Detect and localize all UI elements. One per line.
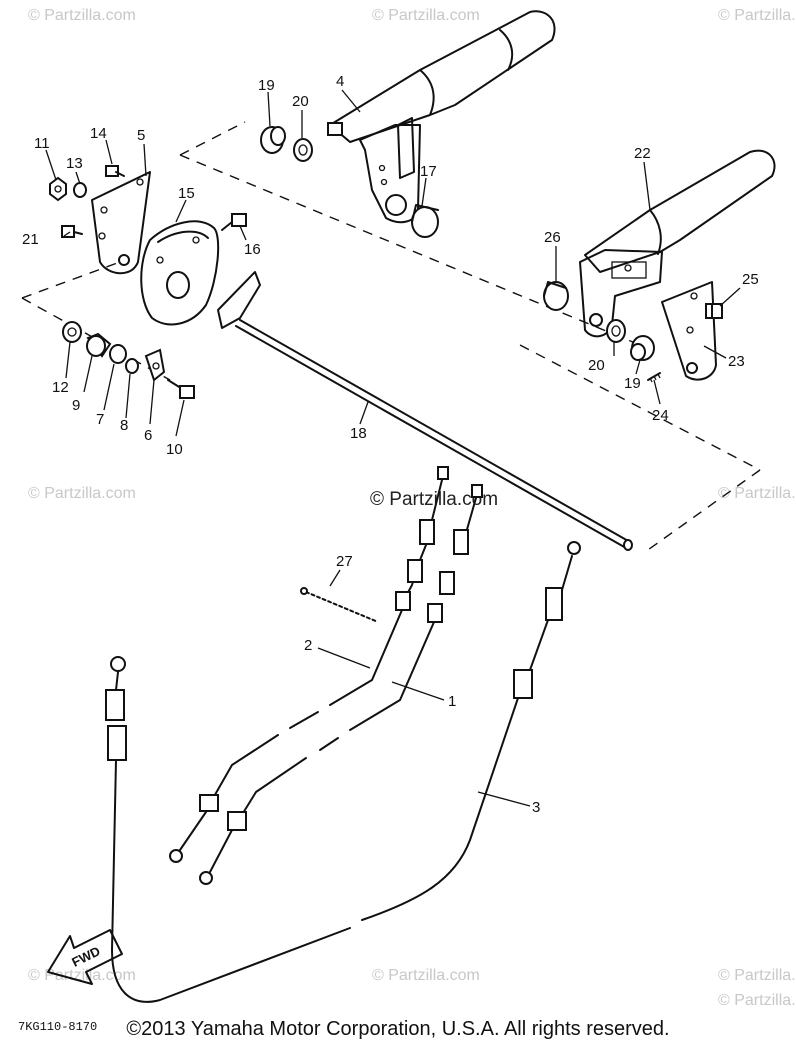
callout-26: 26 (544, 229, 561, 246)
cable-2 (169, 466, 449, 863)
screw-14 (105, 165, 125, 177)
callout-3: 3 (532, 799, 540, 816)
callout-22: 22 (634, 145, 651, 162)
callout-15: 15 (178, 185, 195, 202)
washer-20-left (293, 138, 313, 162)
watermark: © Partzilla.com (372, 7, 480, 24)
callout-1: 1 (448, 693, 456, 710)
callout-6: 6 (144, 427, 152, 444)
cable-1 (199, 484, 483, 885)
spring-8 (125, 358, 139, 374)
handlebar-right (579, 149, 776, 338)
collar-26 (543, 281, 569, 311)
nut-11 (49, 176, 67, 202)
bushing-19-left (260, 126, 286, 154)
washer-12 (62, 321, 82, 343)
leader-lines (45, 89, 741, 807)
collar-17 (411, 204, 439, 238)
callout-13: 13 (66, 155, 83, 172)
wire-27 (300, 587, 379, 623)
diagram-code: 7KG110-8170 (18, 1020, 97, 1034)
watermark-layer: © Partzilla.com © Partzilla.com © Partzi… (28, 7, 796, 1009)
cable-3 (105, 541, 581, 1003)
callout-12: 12 (52, 379, 69, 396)
callout-18: 18 (350, 425, 367, 442)
callout-19-right: 19 (624, 375, 641, 392)
watermark: © Partzilla.com (28, 967, 136, 984)
screw-24 (647, 372, 661, 383)
callout-2: 2 (304, 637, 312, 654)
callout-24: 24 (652, 407, 669, 424)
lever-6 (144, 348, 166, 382)
watermark: © Partzilla.com (718, 7, 796, 24)
bracket-5 (91, 171, 151, 275)
cover-15 (140, 220, 220, 326)
watermark: © Partzilla.com (718, 992, 796, 1009)
callout-9: 9 (72, 397, 80, 414)
callout-16: 16 (244, 241, 261, 258)
callout-4: 4 (336, 73, 344, 90)
center-watermark: © Partzilla.com (370, 489, 498, 510)
watermark: © Partzilla.com (718, 967, 796, 984)
screw-21 (61, 225, 83, 238)
callout-19-left: 19 (258, 77, 275, 94)
callout-25: 25 (742, 271, 759, 288)
handlebar-left (327, 10, 556, 224)
callout-21: 21 (22, 231, 39, 248)
callout-20-left: 20 (292, 93, 309, 110)
bushing-9 (86, 332, 112, 358)
callout-23: 23 (728, 353, 745, 370)
callout-20-right: 20 (588, 357, 605, 374)
copyright-notice: ©2013 Yamaha Motor Corporation, U.S.A. A… (126, 1018, 670, 1040)
callout-7: 7 (96, 411, 104, 428)
bracket-23 (661, 281, 717, 381)
callout-8: 8 (120, 417, 128, 434)
callout-5: 5 (137, 127, 145, 144)
washer-20-right (606, 319, 626, 343)
screw-16 (221, 213, 247, 231)
callout-11: 11 (34, 135, 50, 152)
callout-27: 27 (336, 553, 353, 570)
bolt-25 (705, 303, 723, 319)
callout-14: 14 (90, 125, 107, 142)
watermark: © Partzilla.com (28, 485, 136, 502)
bushing-7 (109, 344, 127, 364)
callout-10: 10 (166, 441, 183, 458)
washer-13 (73, 182, 87, 198)
bushing-19-right (630, 335, 655, 361)
assembly-lines (21, 121, 761, 553)
watermark: © Partzilla.com (372, 967, 480, 984)
watermark: © Partzilla.com (718, 485, 796, 502)
callout-17: 17 (420, 163, 437, 180)
callout-labels: 1 2 3 4 5 6 7 8 9 10 11 12 13 14 15 16 1… (22, 73, 759, 816)
bolt-10 (167, 379, 195, 399)
shaft-18 (217, 271, 633, 551)
watermark: © Partzilla.com (28, 7, 136, 24)
